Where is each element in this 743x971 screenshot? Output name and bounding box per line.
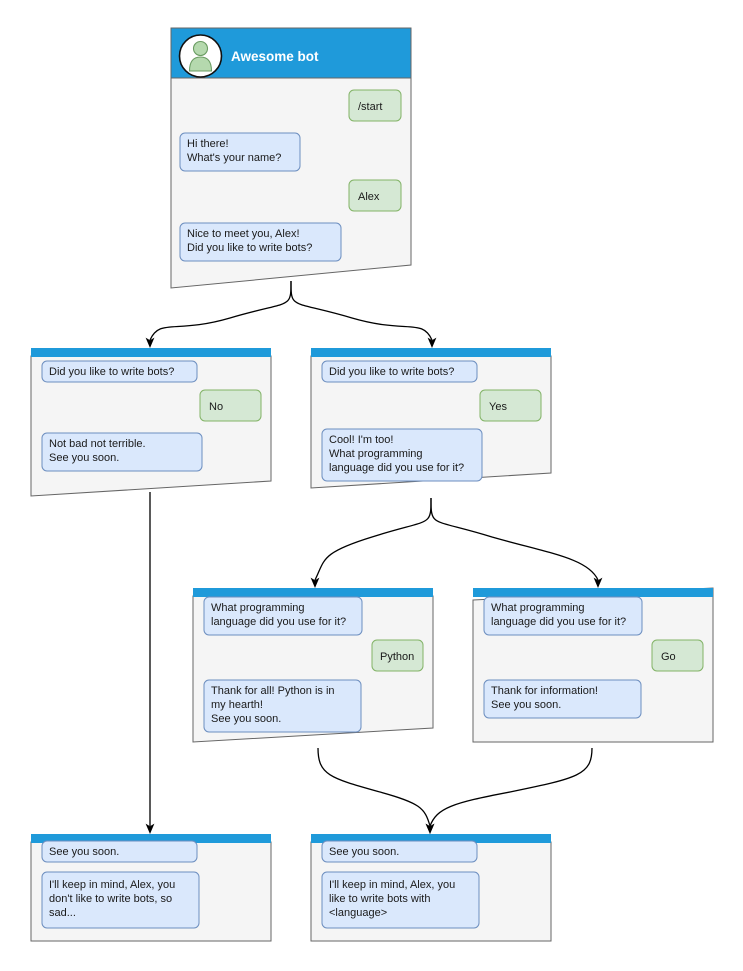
svg-text:I'll keep in mind, Alex, you: I'll keep in mind, Alex, you <box>49 879 175 891</box>
edge-yes-to-go-arrowhead <box>593 577 603 588</box>
svg-text:See you soon.: See you soon. <box>49 452 119 464</box>
svg-text:language did you use for it?: language did you use for it? <box>491 616 626 628</box>
svg-text:What programming: What programming <box>329 448 423 460</box>
message-bubble-bot: Cool! I'm too! What programming language… <box>321 428 483 482</box>
message-bubble-user: Go <box>651 639 704 672</box>
svg-text:See you soon.: See you soon. <box>329 846 399 858</box>
message-bubble-user: Python <box>371 639 424 672</box>
svg-text:Did you like to write bots?: Did you like to write bots? <box>329 366 454 378</box>
edge-root-to-yes-arrowhead <box>427 337 437 348</box>
message-bubble-bot: I'll keep in mind, Alex, you don't like … <box>41 871 200 929</box>
svg-text:What programming: What programming <box>211 602 305 614</box>
edge-yes-to-python <box>314 497 432 581</box>
svg-text:like to write bots with: like to write bots with <box>329 893 430 905</box>
svg-text:Did you like to write bots?: Did you like to write bots? <box>49 366 174 378</box>
edge-go-to-end-happy-arrowhead2 <box>425 823 435 834</box>
svg-text:Thank for information!: Thank for information! <box>491 685 598 697</box>
svg-text:Cool! I'm too!: Cool! I'm too! <box>329 434 393 446</box>
svg-text:Thank for all! Python is in: Thank for all! Python is in <box>211 685 335 697</box>
node-go-branch-header <box>473 588 713 597</box>
node-no-branch-header <box>31 348 271 357</box>
message-bubble-bot: Thank for information! See you soon. <box>483 679 642 719</box>
edge-no-to-end-sad-arrowhead <box>145 823 155 834</box>
svg-text:See you soon.: See you soon. <box>211 713 281 725</box>
message-bubble-user: /start <box>348 89 402 122</box>
svg-text:Yes: Yes <box>489 401 507 413</box>
message-bubble-bot: I'll keep in mind, Alex, you like to wri… <box>321 871 480 929</box>
message-bubble-bot: See you soon. <box>321 840 478 863</box>
svg-text:Did you like to write bots?: Did you like to write bots? <box>187 242 312 254</box>
node-yes-branch-header <box>311 348 551 357</box>
svg-text:<language>: <language> <box>329 907 387 919</box>
node-python-branch-header <box>193 588 433 597</box>
message-bubble-bot: Thank for all! Python is in my hearth! S… <box>203 679 362 733</box>
svg-text:I'll keep in mind, Alex, you: I'll keep in mind, Alex, you <box>329 879 455 891</box>
node-no-branch[interactable]: Did you like to write bots? No Not bad n… <box>30 348 272 497</box>
node-python-branch[interactable]: What programming language did you use fo… <box>192 588 434 743</box>
svg-text:Nice to meet you, Alex!: Nice to meet you, Alex! <box>187 228 300 240</box>
message-bubble-bot: What programming language did you use fo… <box>203 596 363 636</box>
edge-yes-to-python-arrowhead <box>310 577 320 588</box>
node-awesome-bot-title: Awesome bot <box>231 49 319 64</box>
svg-text:No: No <box>209 401 223 413</box>
node-end-happy-header <box>311 834 551 843</box>
svg-text:What programming: What programming <box>491 602 585 614</box>
message-bubble-bot: See you soon. <box>41 840 198 863</box>
svg-text:See you soon.: See you soon. <box>491 699 561 711</box>
node-go-branch[interactable]: What programming language did you use fo… <box>472 587 714 743</box>
edge-yes-to-go <box>430 497 599 581</box>
node-yes-branch[interactable]: Did you like to write bots? Yes Cool! I'… <box>310 348 552 489</box>
edge-root-to-no-arrowhead <box>145 337 155 348</box>
edge-root-to-no <box>149 280 292 341</box>
svg-text:/start: /start <box>358 101 382 113</box>
node-end-sad[interactable]: See you soon. I'll keep in mind, Alex, y… <box>30 834 272 942</box>
svg-text:What's your name?: What's your name? <box>187 152 281 164</box>
message-bubble-bot: Nice to meet you, Alex! Did you like to … <box>179 222 342 262</box>
svg-text:Go: Go <box>661 651 676 663</box>
node-end-happy[interactable]: See you soon. I'll keep in mind, Alex, y… <box>310 834 552 942</box>
message-bubble-bot: Did you like to write bots? <box>41 360 198 383</box>
node-awesome-bot[interactable]: Awesome bot /start Hi there! What's your… <box>170 27 412 289</box>
svg-text:my hearth!: my hearth! <box>211 699 263 711</box>
message-bubble-user: Yes <box>479 389 542 422</box>
edge-go-to-end-happy <box>429 747 593 827</box>
svg-text:sad...: sad... <box>49 907 76 919</box>
edge-layer <box>145 280 603 834</box>
svg-text:Alex: Alex <box>358 191 380 203</box>
message-bubble-bot: What programming language did you use fo… <box>483 596 643 636</box>
svg-text:language did you use for it?: language did you use for it? <box>211 616 346 628</box>
svg-text:See you soon.: See you soon. <box>49 846 119 858</box>
message-bubble-bot: Did you like to write bots? <box>321 360 478 383</box>
message-bubble-bot: Hi there! What's your name? <box>179 132 301 172</box>
svg-text:Python: Python <box>380 651 414 663</box>
message-bubble-user: No <box>199 389 262 422</box>
edge-python-to-end-happy <box>317 747 431 827</box>
edge-root-to-yes <box>290 280 433 341</box>
message-bubble-user: Alex <box>348 179 402 212</box>
node-end-sad-header <box>31 834 271 843</box>
svg-text:Hi there!: Hi there! <box>187 138 229 150</box>
svg-text:Not bad not terrible.: Not bad not terrible. <box>49 438 146 450</box>
user-avatar-icon <box>178 34 223 78</box>
svg-text:language did you use for it?: language did you use for it? <box>329 462 464 474</box>
message-bubble-bot: Not bad not terrible. See you soon. <box>41 432 203 472</box>
node-awesome-bot-header-outline <box>170 27 412 79</box>
svg-text:don't like to write bots, so: don't like to write bots, so <box>49 893 172 905</box>
